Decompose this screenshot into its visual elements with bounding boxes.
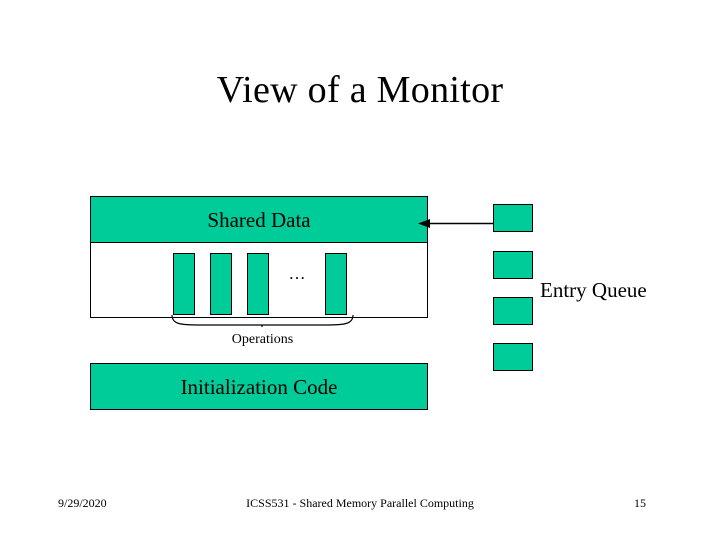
operation-bar-3: [247, 253, 269, 315]
entry-queue-label: Entry Queue: [540, 278, 647, 302]
queue-slot-4: [493, 343, 533, 371]
operations-label: Operations: [231, 332, 294, 347]
operation-bar-2: [210, 253, 232, 315]
footer-center-text: ICSS531 - Shared Memory Parallel Computi…: [246, 496, 474, 510]
footer-date: 9/29/2020: [58, 496, 107, 510]
queue-slot-1: [493, 204, 533, 232]
page-title: View of a Monitor: [216, 69, 504, 111]
queue-slot-2: [493, 251, 533, 279]
shared-data-label: Shared Data: [207, 208, 311, 232]
initialization-code-band: Initialization Code: [90, 363, 428, 410]
operations-brace-icon: [170, 314, 355, 330]
operation-bar-n: [325, 253, 347, 315]
queue-slot-3: [493, 297, 533, 325]
footer-page-number: 15: [634, 496, 646, 510]
shared-data-band: Shared Data: [90, 196, 428, 243]
monitor-diagram: Shared Data … Operations Initialization …: [90, 196, 428, 410]
entry-queue-arrow-icon: [418, 216, 494, 228]
operations-ellipsis: …: [288, 264, 308, 283]
operation-bar-1: [173, 253, 195, 315]
initialization-code-label: Initialization Code: [180, 375, 338, 399]
